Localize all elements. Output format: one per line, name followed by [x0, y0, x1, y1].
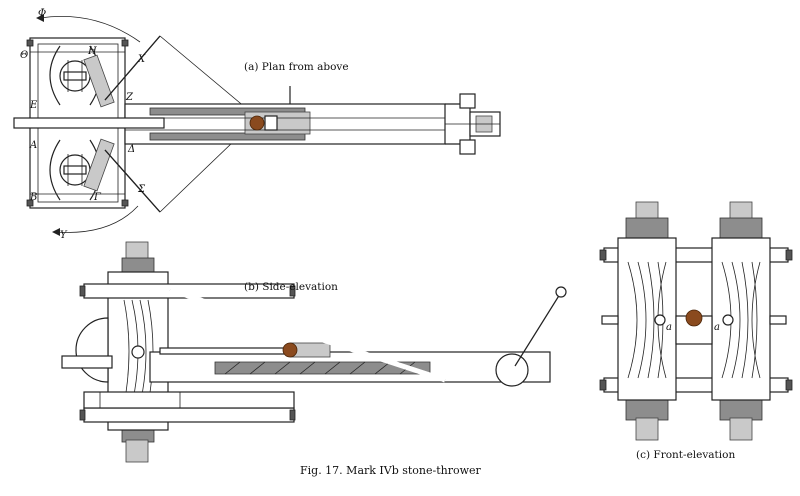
side-winch [495, 353, 529, 387]
front-frame-left [617, 237, 677, 401]
letter-H: H [87, 46, 97, 57]
side-label: (b) Side-elevation [244, 281, 338, 293]
front-letter-a-left: a [666, 322, 672, 333]
side-lever [514, 293, 561, 367]
plan-label: (a) Plan from above [244, 61, 349, 73]
side-view: (b) Side-elevation [61, 241, 567, 463]
figure-caption: Fig. 17. Mark IVb stone-thrower [300, 464, 482, 477]
letter-Y: Y [60, 230, 68, 241]
plan-spring-upper [49, 45, 115, 108]
letter-Z: Z [125, 92, 134, 103]
front-letter-a-right: a [714, 322, 720, 333]
plan-stone [249, 115, 265, 131]
front-label: (c) Front-elevation [636, 449, 735, 461]
letter-sigma: Σ [137, 184, 146, 195]
front-frame-right [711, 237, 771, 401]
letter-phi: Φ [38, 8, 46, 19]
front-stone [685, 309, 703, 327]
letter-B: B [29, 192, 37, 203]
letter-X: X [137, 54, 146, 65]
front-spring-left [627, 261, 667, 379]
letter-A: A [29, 140, 37, 151]
letter-E: E [29, 100, 38, 111]
letter-gamma: Γ [93, 192, 102, 203]
side-stone [282, 342, 298, 358]
plan-view: Φ Θ H X E Z A Δ B Γ Σ Y (a) Plan from ab… [13, 8, 501, 241]
letter-delta: Δ [127, 144, 135, 155]
front-view: a a (c) Front-elevation [599, 201, 793, 461]
letter-theta: Θ [20, 50, 28, 61]
